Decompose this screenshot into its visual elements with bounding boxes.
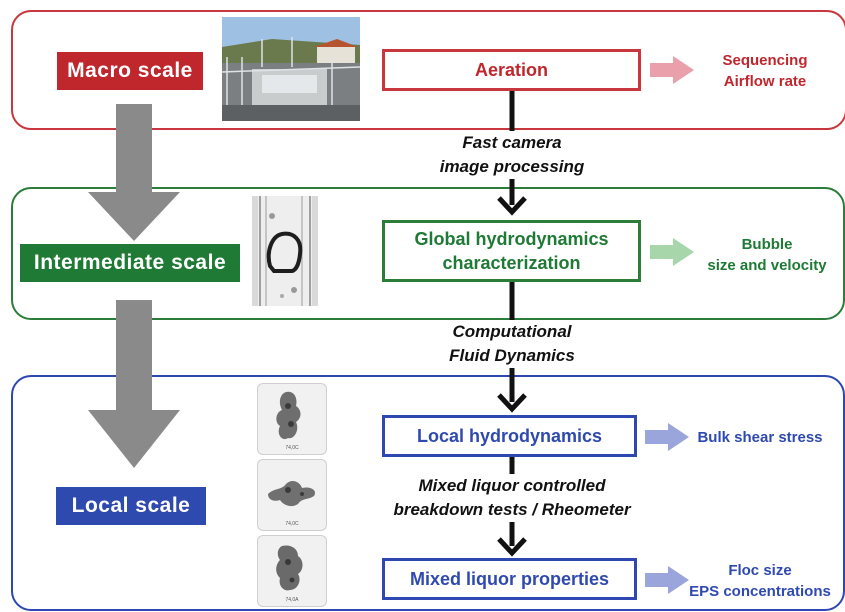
method-line: Fluid Dynamics	[449, 346, 575, 365]
macro-scale-panel	[11, 10, 845, 130]
method-line: Fast camera	[462, 133, 562, 152]
output-line: Bulk shear stress	[697, 429, 823, 446]
global-hydro-outputs: Bubble size and velocity	[697, 234, 837, 276]
output-line: size and velocity	[707, 257, 827, 274]
output-line: Sequencing	[722, 52, 808, 69]
output-line: Bubble	[741, 236, 793, 253]
mixed-liquor-outputs: Floc size EPS concentrations	[680, 560, 840, 602]
output-line: EPS concentrations	[689, 583, 831, 600]
global-hydrodynamics-text: Global hydrodynamics characterization	[414, 229, 609, 273]
local-scale-panel	[11, 375, 845, 611]
output-line: Floc size	[728, 562, 792, 579]
method-line: image processing	[439, 157, 585, 176]
floc-photo-1: 74,0C	[257, 383, 327, 455]
method-line: Computational	[452, 322, 572, 341]
intermediate-scale-label: Intermediate scale	[20, 244, 240, 282]
aeration-box: Aeration	[382, 49, 641, 91]
method-fast-camera: Fast camera image processing	[412, 131, 612, 179]
method-cfd: Computational Fluid Dynamics	[412, 320, 612, 368]
method-line: breakdown tests / Rheometer	[393, 500, 631, 519]
floc-photo-2: 74,0C	[257, 459, 327, 531]
macro-photo	[222, 17, 360, 121]
intermediate-photo	[252, 196, 318, 306]
macro-scale-label: Macro scale	[57, 52, 203, 90]
local-hydro-outputs: Bulk shear stress	[685, 427, 835, 448]
intermediate-scale-panel	[11, 187, 845, 320]
output-line: Airflow rate	[723, 73, 807, 90]
method-breakdown-tests: Mixed liquor controlled breakdown tests …	[362, 474, 662, 522]
global-hydrodynamics-box: Global hydrodynamics characterization	[382, 220, 641, 282]
method-line: Mixed liquor controlled	[418, 476, 606, 495]
mixed-liquor-properties-box: Mixed liquor properties	[382, 558, 637, 600]
local-scale-label: Local scale	[56, 487, 206, 525]
floc-photo-3: 74,0A	[257, 535, 327, 607]
aeration-outputs: Sequencing Airflow rate	[700, 50, 830, 92]
local-hydrodynamics-box: Local hydrodynamics	[382, 415, 637, 457]
